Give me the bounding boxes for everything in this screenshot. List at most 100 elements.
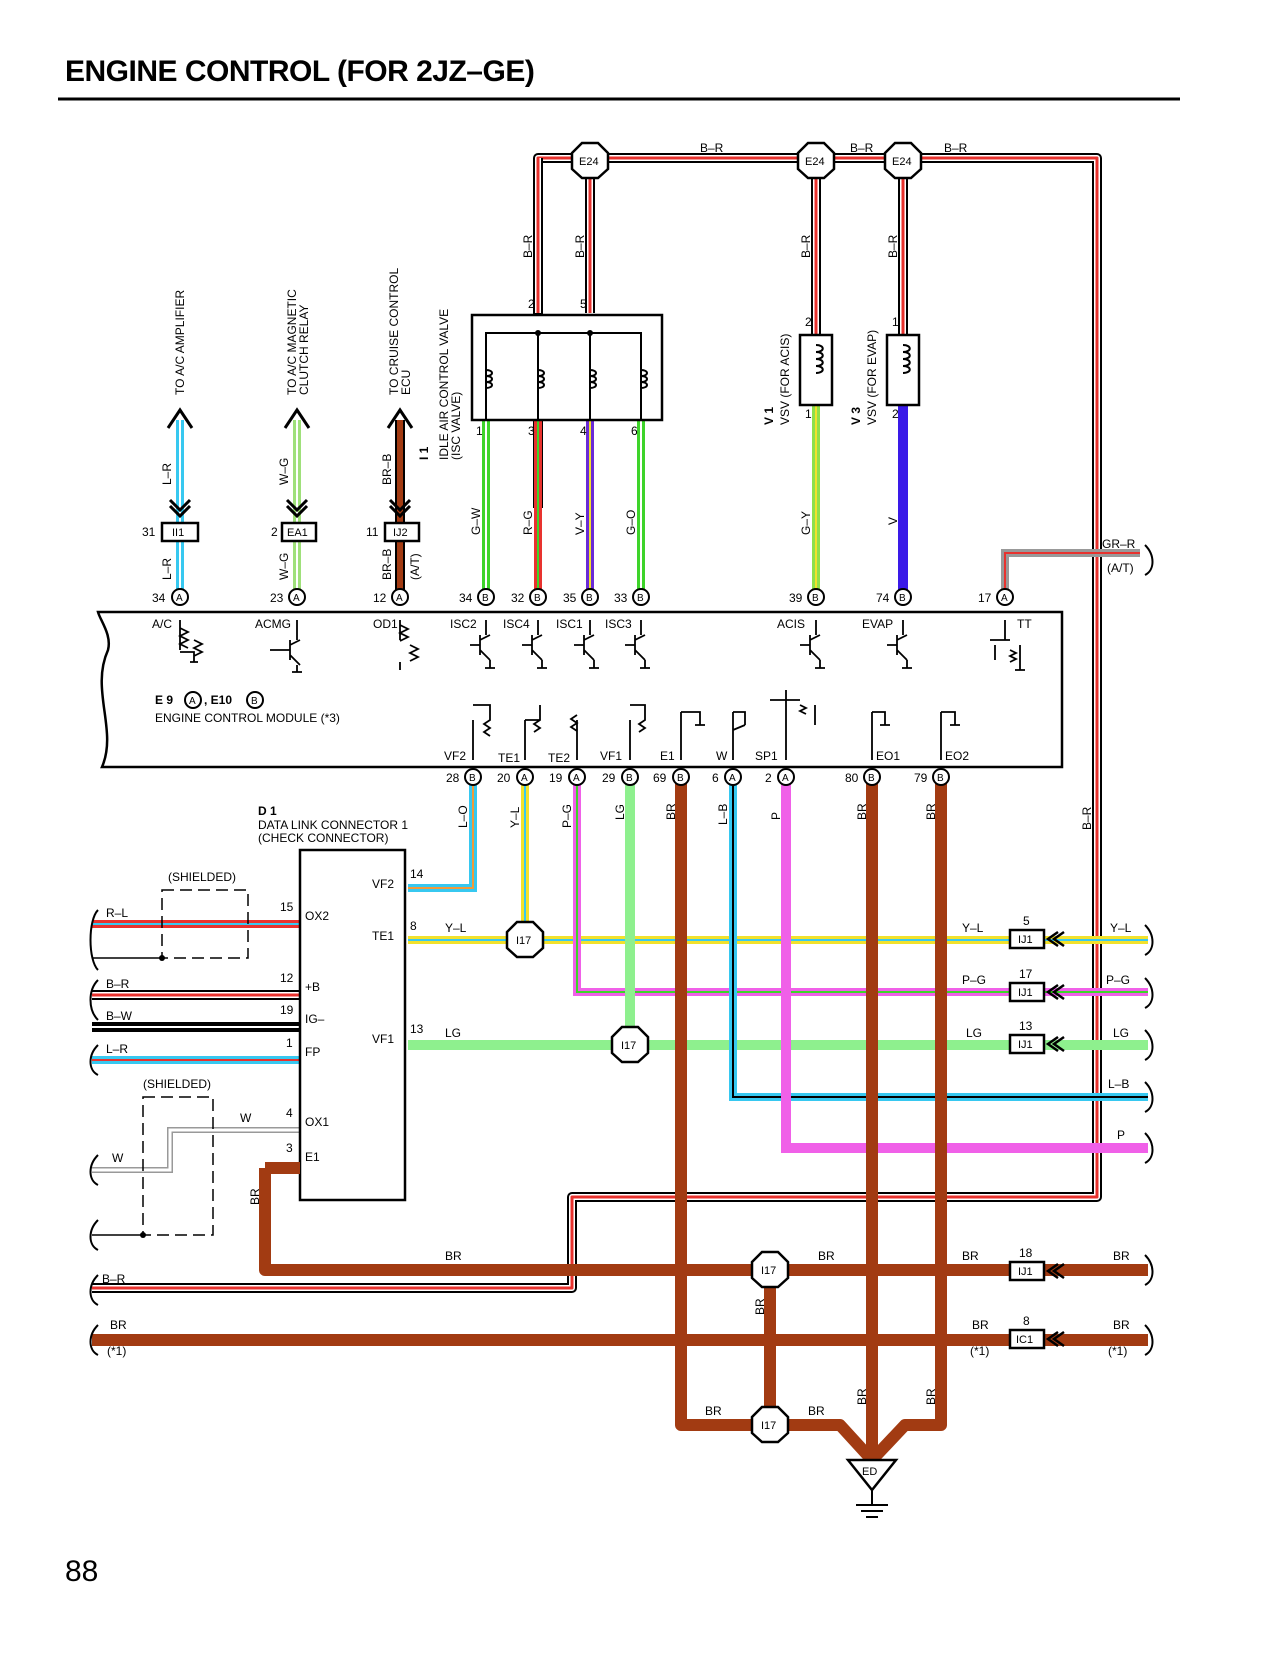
wire-label-vy: V–Y [573,512,587,535]
wire-label-rg: R–G [521,510,535,535]
page-number: 88 [65,1555,99,1588]
svg-text:12: 12 [280,971,294,985]
svg-text:EVAP: EVAP [862,617,893,631]
wire-label-star1-3: (*1) [1108,1344,1127,1358]
splice-i17-2: I17 [621,1040,636,1052]
svg-text:ISC1: ISC1 [556,617,583,631]
wire-lb-w [729,777,1148,1101]
wire-label-br-h3: BR [962,1249,979,1263]
svg-text:A: A [396,593,403,604]
pin-1-isc: 1 [476,424,483,438]
svg-text:B: B [469,773,476,784]
pin-13-ij1: 13 [1019,1019,1033,1033]
conn-ii1: II1 [172,527,184,539]
dlc-name: DATA LINK CONNECTOR 1 [258,818,408,832]
svg-text:32: 32 [511,591,525,605]
label-v3-code: V 3 [849,407,863,425]
svg-text:35: 35 [563,591,577,605]
conn-ij1-1: IJ1 [1018,934,1033,946]
svg-text:15: 15 [280,900,294,914]
wire-label-br-low2: BR [924,1388,938,1405]
ecm-code-e9: E 9 [155,693,173,707]
svg-text:80: 80 [845,771,859,785]
wire-label-pg-1: P–G [962,973,986,987]
conn-ij1-3: IJ1 [1018,1039,1033,1051]
splice-e24-2: E24 [805,156,825,168]
svg-text:19: 19 [280,1003,294,1017]
vsv-evap [885,333,921,407]
svg-text:SP1: SP1 [755,749,778,763]
wire-label-bw: B–W [106,1009,133,1023]
wire-label-w-1: W [240,1111,252,1125]
ecm-code-b: B [251,696,258,707]
ground-ed: ED [862,1466,877,1478]
wire-label-lg-2: LG [966,1026,982,1040]
label-isc-name: IDLE AIR CONTROL VALVE [437,309,451,460]
pin-6-isc: 6 [631,424,638,438]
wire-label-star1-2: (*1) [970,1344,989,1358]
svg-text:ACIS: ACIS [777,617,805,631]
svg-text:20: 20 [497,771,511,785]
pin-18-ij1: 18 [1019,1246,1033,1260]
svg-text:OD1: OD1 [373,617,398,631]
label-isc-code: I 1 [417,446,431,460]
conn-ea1: EA1 [287,527,308,539]
svg-text:3: 3 [286,1141,293,1155]
svg-text:VF1: VF1 [600,749,622,763]
wire-label-wg-1: W–G [277,458,291,485]
svg-text:TE1: TE1 [498,751,520,765]
svg-text:E1: E1 [660,749,675,763]
pin-3-isc: 3 [528,424,535,438]
svg-text:A: A [176,593,183,604]
svg-text:B: B [899,593,906,604]
wire-label-lr-1: L–R [160,463,174,485]
pin-1-v1: 1 [805,407,812,421]
wire-label-br-1: B–R [521,234,535,258]
svg-text:B: B [637,593,644,604]
wire-label-br-low1: BR [855,1388,869,1405]
wire-label-br-top2: B–R [850,141,874,155]
wire-label-lr-2: L–R [160,558,174,580]
wire-label-br-h7: BR [1113,1318,1130,1332]
wire-label-wg-2: W–G [277,553,291,580]
wire-label-br-2: B–R [573,234,587,258]
svg-text:28: 28 [446,771,460,785]
svg-text:OX2: OX2 [305,909,329,923]
pin-2-v3: 2 [892,407,899,421]
wire-label-pg: P–G [560,804,574,828]
svg-text:OX1: OX1 [305,1115,329,1129]
svg-text:IG–: IG– [305,1012,325,1026]
svg-text:2: 2 [765,771,772,785]
wire-yl-te1 [408,777,1148,944]
dlc-code: D 1 [258,804,277,818]
svg-text:1: 1 [286,1036,293,1050]
wire-label-yl-3: Y–L [1110,921,1132,935]
wire-label-br-left: B–R [102,1272,126,1286]
svg-text:ISC4: ISC4 [503,617,530,631]
splice-i17-3: I17 [761,1265,776,1277]
svg-text:13: 13 [410,1022,424,1036]
svg-text:W: W [716,749,728,763]
svg-text:12: 12 [373,591,387,605]
svg-text:17: 17 [978,591,992,605]
pin-17-ij1: 17 [1019,967,1033,981]
svg-text:6: 6 [712,771,719,785]
wire-label-br-eo2: BR [924,803,938,820]
isc-valve [470,313,664,422]
wire-label-br-dlc: BR [248,1188,262,1205]
svg-text:ISC2: ISC2 [450,617,477,631]
pin-2-ea1: 2 [271,525,278,539]
svg-text:8: 8 [410,919,417,933]
data-link-connector [298,848,407,1202]
wire-label-br-h2: BR [818,1249,835,1263]
svg-text:39: 39 [789,591,803,605]
wire-label-go: G–O [624,510,638,535]
splice-i17-4: I17 [761,1420,776,1432]
svg-text:14: 14 [410,867,424,881]
wire-label-br-top3: B–R [944,141,968,155]
wire-w-ox1 [92,1127,300,1173]
svg-text:+B: +B [305,980,320,994]
svg-text:B: B [626,773,633,784]
wire-label-br-4: B–R [886,234,900,258]
